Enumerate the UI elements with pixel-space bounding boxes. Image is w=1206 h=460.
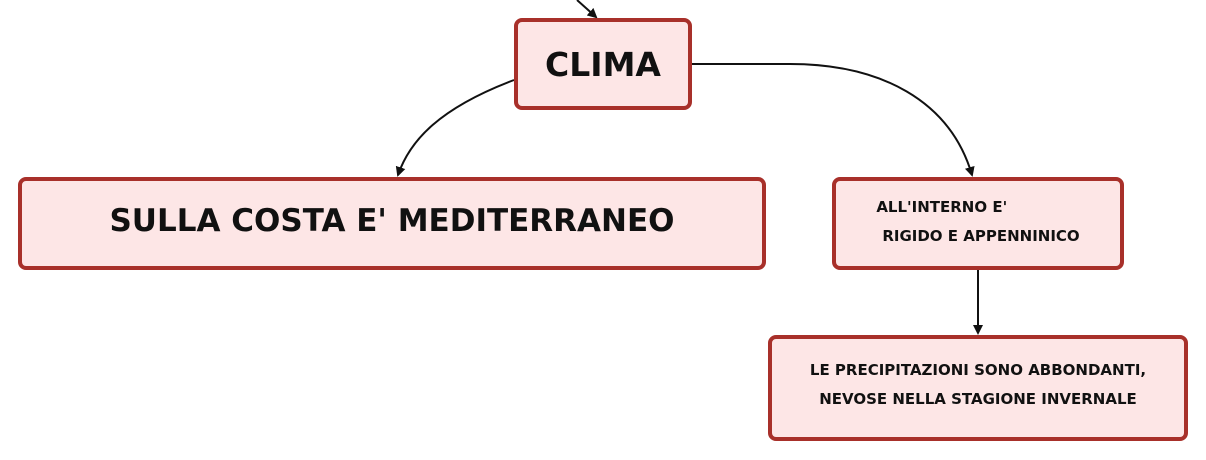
node-precipitazioni-text: LE PRECIPITAZIONI SONO ABBONDANTI, NEVOS… <box>810 356 1146 414</box>
node-clima[interactable]: CLIMA <box>514 18 692 110</box>
connector-clima-to-interno <box>692 63 975 177</box>
node-costa-mediterraneo[interactable]: SULLA COSTA E' MEDITERRANEO <box>18 177 766 270</box>
connector-top-to-clima <box>576 0 598 19</box>
node-interno-line-1: ALL'INTERNO E' <box>876 197 1008 216</box>
node-precipitazioni[interactable]: LE PRECIPITAZIONI SONO ABBONDANTI, NEVOS… <box>768 335 1188 441</box>
node-interno-text: ALL'INTERNO E' RIGIDO E APPENNINICO <box>876 193 1079 251</box>
node-interno-rigido[interactable]: ALL'INTERNO E' RIGIDO E APPENNINICO <box>832 177 1124 270</box>
node-costa-label: SULLA COSTA E' MEDITERRANEO <box>109 202 675 239</box>
node-clima-label: CLIMA <box>545 44 661 84</box>
node-precipitazioni-line-2: NEVOSE NELLA STAGIONE INVERNALE <box>819 390 1137 408</box>
node-precipitazioni-line-1: LE PRECIPITAZIONI SONO ABBONDANTI, <box>809 361 1147 379</box>
connector-clima-to-costa <box>395 79 515 177</box>
node-interno-line-2: RIGIDO E APPENNINICO <box>882 226 1080 245</box>
